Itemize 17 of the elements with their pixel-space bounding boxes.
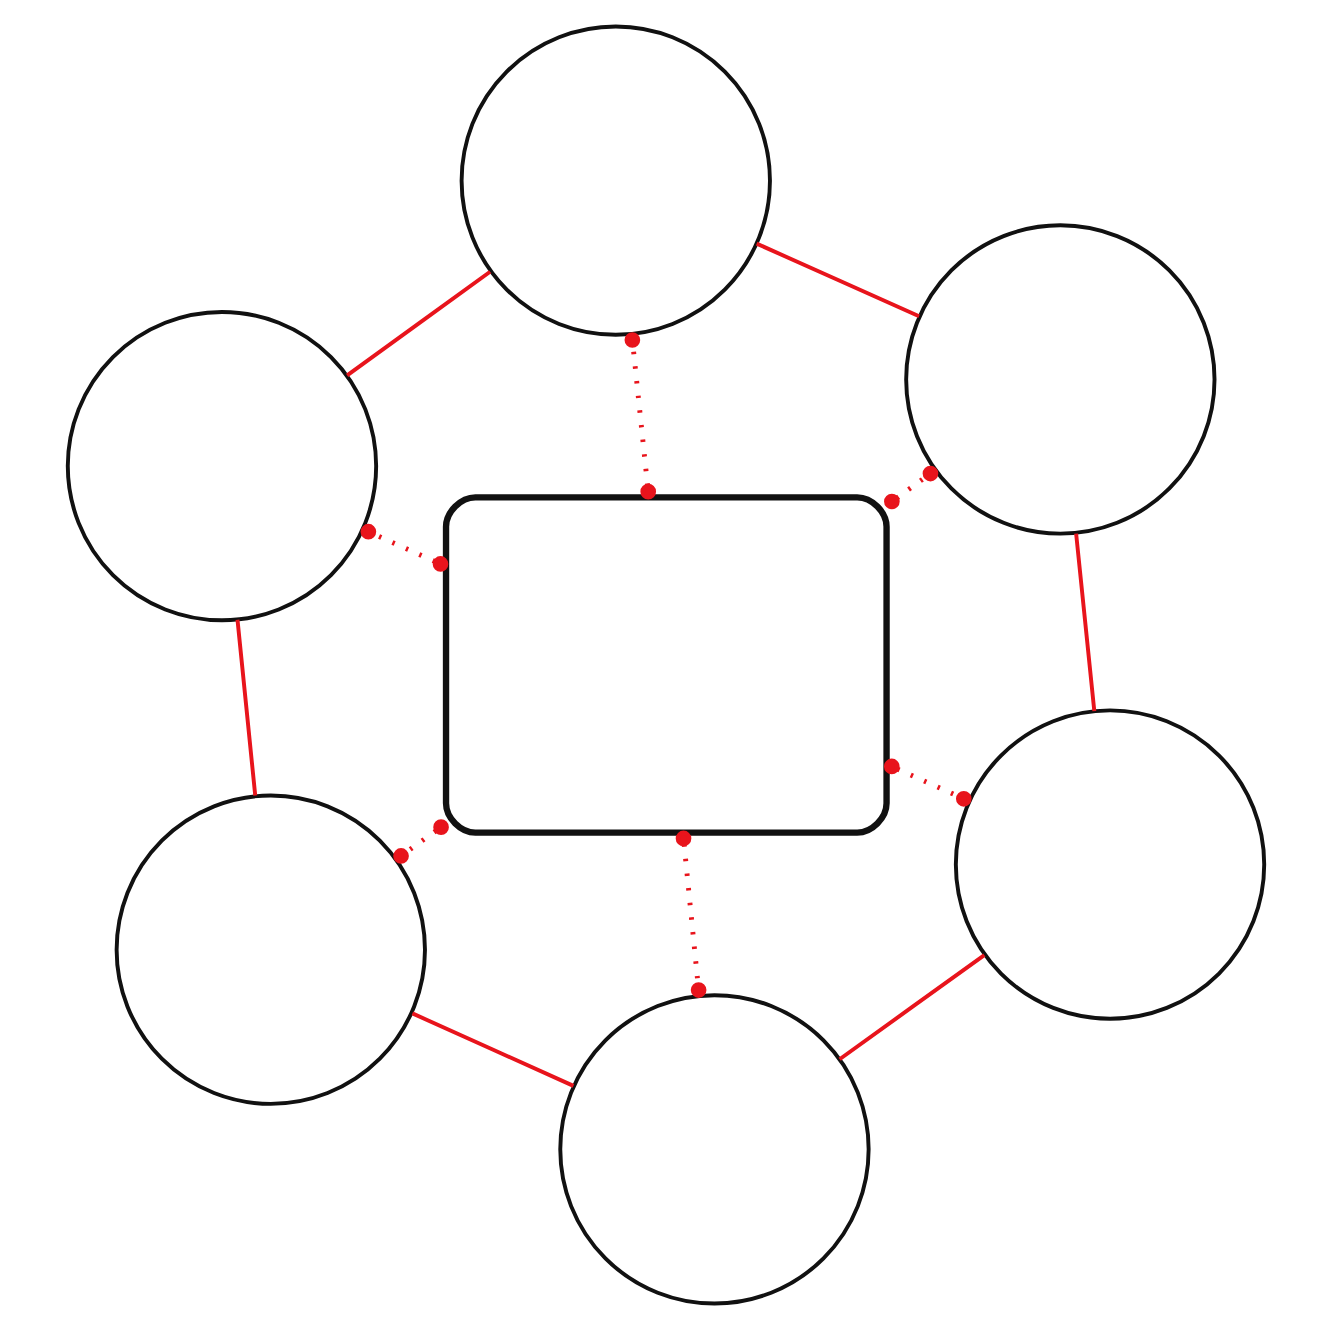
node-circle [458,24,771,337]
node-circle [903,223,1216,536]
connector [623,332,656,500]
connector [234,619,257,796]
connector [674,830,706,998]
connector [1073,533,1096,712]
connector [754,241,919,319]
connector [882,758,971,807]
node-circle [113,793,426,1106]
connector [410,1011,574,1088]
connector [345,270,491,377]
node-circle [557,993,870,1306]
node-box [441,494,889,836]
connector [883,465,938,510]
connector [392,819,448,864]
connector [359,523,448,572]
connector [837,953,985,1061]
